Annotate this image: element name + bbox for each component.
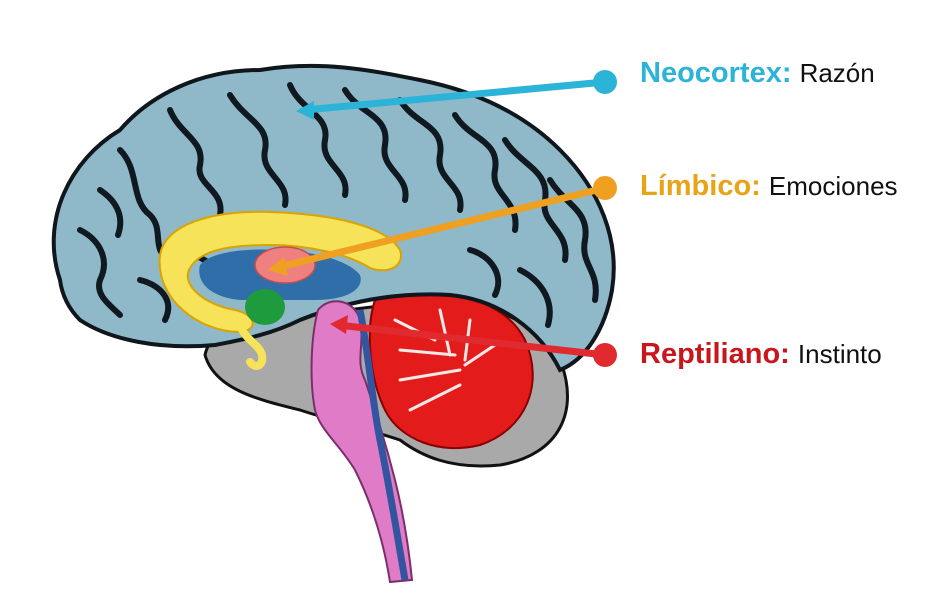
limbico-pointer-dot: [593, 176, 617, 200]
corpus-callosum: [158, 210, 402, 334]
limbico-pointer-line: [271, 184, 609, 272]
neocortex-pointer-dot: [593, 70, 617, 94]
reptiliano-desc: Instinto: [797, 339, 882, 369]
hypophysis: [236, 321, 267, 370]
neocortex-pointer-line: [301, 78, 609, 114]
neocortex-pointer-arrow: [296, 101, 314, 120]
neocortex-label: Neocortex: Razón: [640, 59, 875, 88]
limbico-desc: Emociones: [768, 171, 898, 201]
amygdala: [245, 289, 285, 325]
reptiliano-pointer-line: [334, 321, 609, 359]
limbico-pointer-arrow: [268, 257, 288, 276]
limbico-label: Límbico: Emociones: [640, 172, 898, 201]
neocortex-term: Neocortex:: [640, 57, 792, 89]
neocortex-desc: Razón: [799, 58, 875, 88]
reptiliano-pointer-dot: [593, 343, 617, 367]
pointer-lines: [268, 70, 617, 367]
reptiliano-term: Reptiliano:: [640, 338, 790, 370]
reptiliano-label: Reptiliano: Instinto: [640, 340, 882, 369]
reptiliano-pointer-arrow: [330, 315, 348, 334]
ventricle-channel: [356, 309, 409, 581]
limbico-term: Límbico:: [640, 170, 761, 202]
